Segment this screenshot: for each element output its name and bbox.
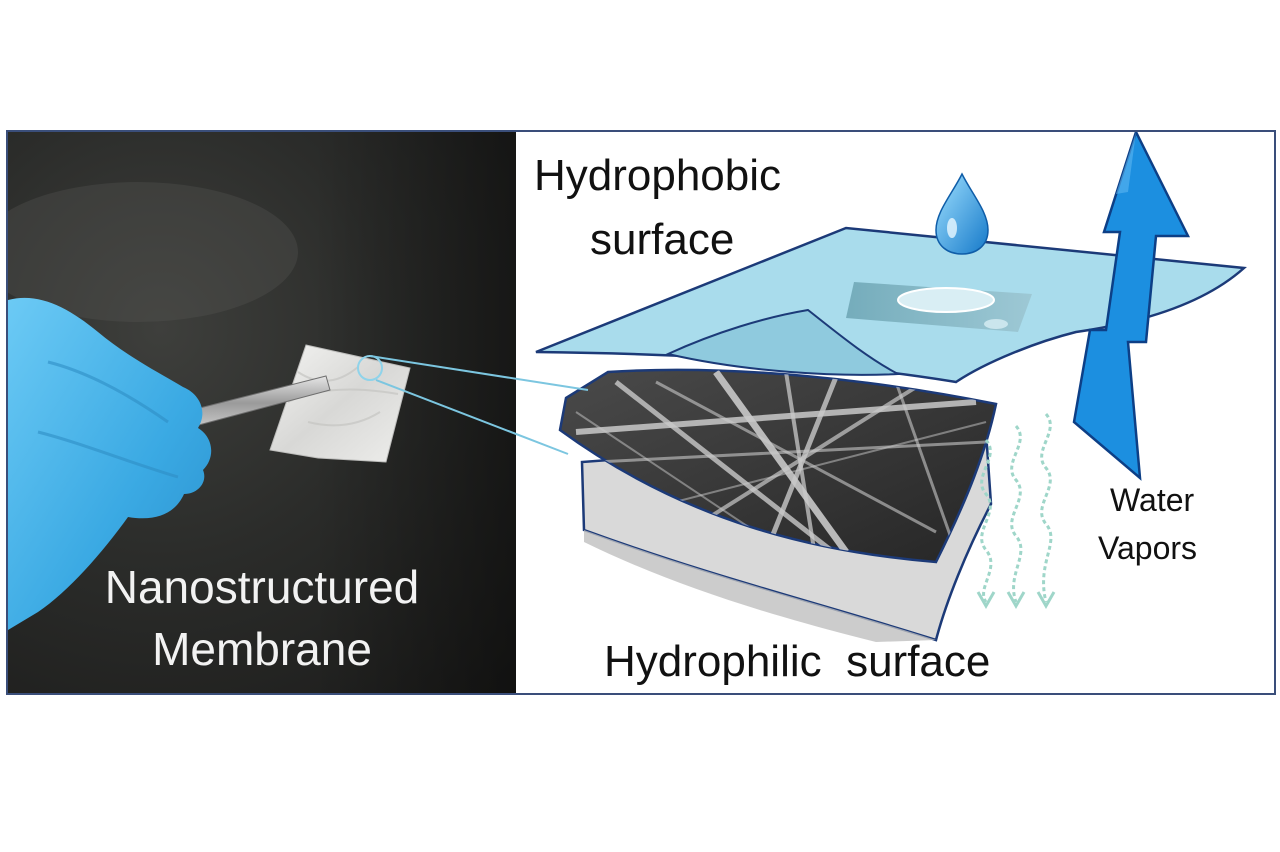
hydrophilic-label: Hydrophilic surface <box>604 637 991 686</box>
gloved-hand <box>8 297 212 630</box>
water-drop-icon <box>935 172 989 255</box>
hydrophobic-label-line1: Hydrophobic <box>534 151 782 200</box>
nanofiber-strands <box>575 369 987 562</box>
figure-frame: Nanostructured Membrane <box>6 130 1276 695</box>
hydrophobic-label-line2: surface <box>590 215 735 264</box>
vapor-arrowheads <box>976 591 1056 610</box>
peeled-flap <box>664 308 902 376</box>
water-vapors-label-line2: Vapors <box>1098 530 1198 566</box>
water-vapor-lines <box>980 413 1053 603</box>
membrane-schematic: Hydrophobic surface Water Vapors Hydroph… <box>516 132 1274 693</box>
photo-caption-line1: Nanostructured <box>104 561 420 613</box>
water-vapors-label-line1: Water <box>1110 482 1195 518</box>
photo-caption-line2: Membrane <box>152 623 372 675</box>
vapor-transport-arrow-icon <box>1072 132 1191 481</box>
membrane-photo: Nanostructured Membrane <box>8 132 516 693</box>
schematic-illustration <box>535 132 1247 642</box>
